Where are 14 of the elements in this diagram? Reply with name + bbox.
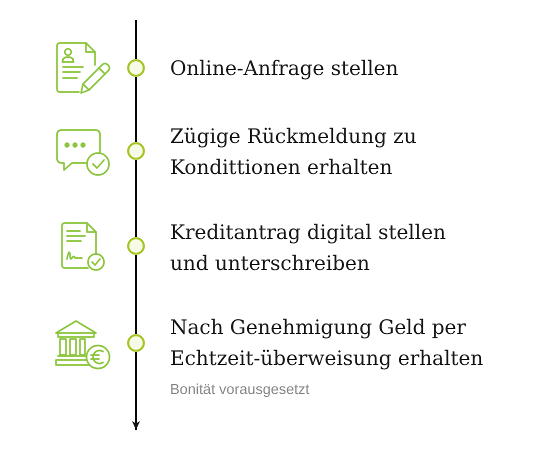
arrow bbox=[132, 352, 140, 430]
note-text: Bonität vorausgesetzt bbox=[170, 380, 310, 400]
timeline-line bbox=[135, 160, 137, 237]
step-text: Kreditantrag digital stellen und unterschreiben bbox=[170, 218, 447, 276]
timeline-dot bbox=[127, 334, 145, 352]
timeline-dot bbox=[127, 142, 145, 160]
timeline-dot bbox=[127, 59, 145, 77]
timeline-line bbox=[135, 20, 137, 59]
step-text: Online-Anfrage stellen bbox=[170, 54, 398, 82]
step-text: Nach Genehmigung Geld per Echtzeit-überweisung erhalten bbox=[170, 314, 484, 372]
timeline-line bbox=[135, 77, 137, 142]
step-text: Zügige Rückmeldung zu Kondittionen erhalten bbox=[170, 122, 418, 180]
timeline-dot bbox=[127, 237, 145, 255]
timeline-line bbox=[135, 255, 137, 334]
